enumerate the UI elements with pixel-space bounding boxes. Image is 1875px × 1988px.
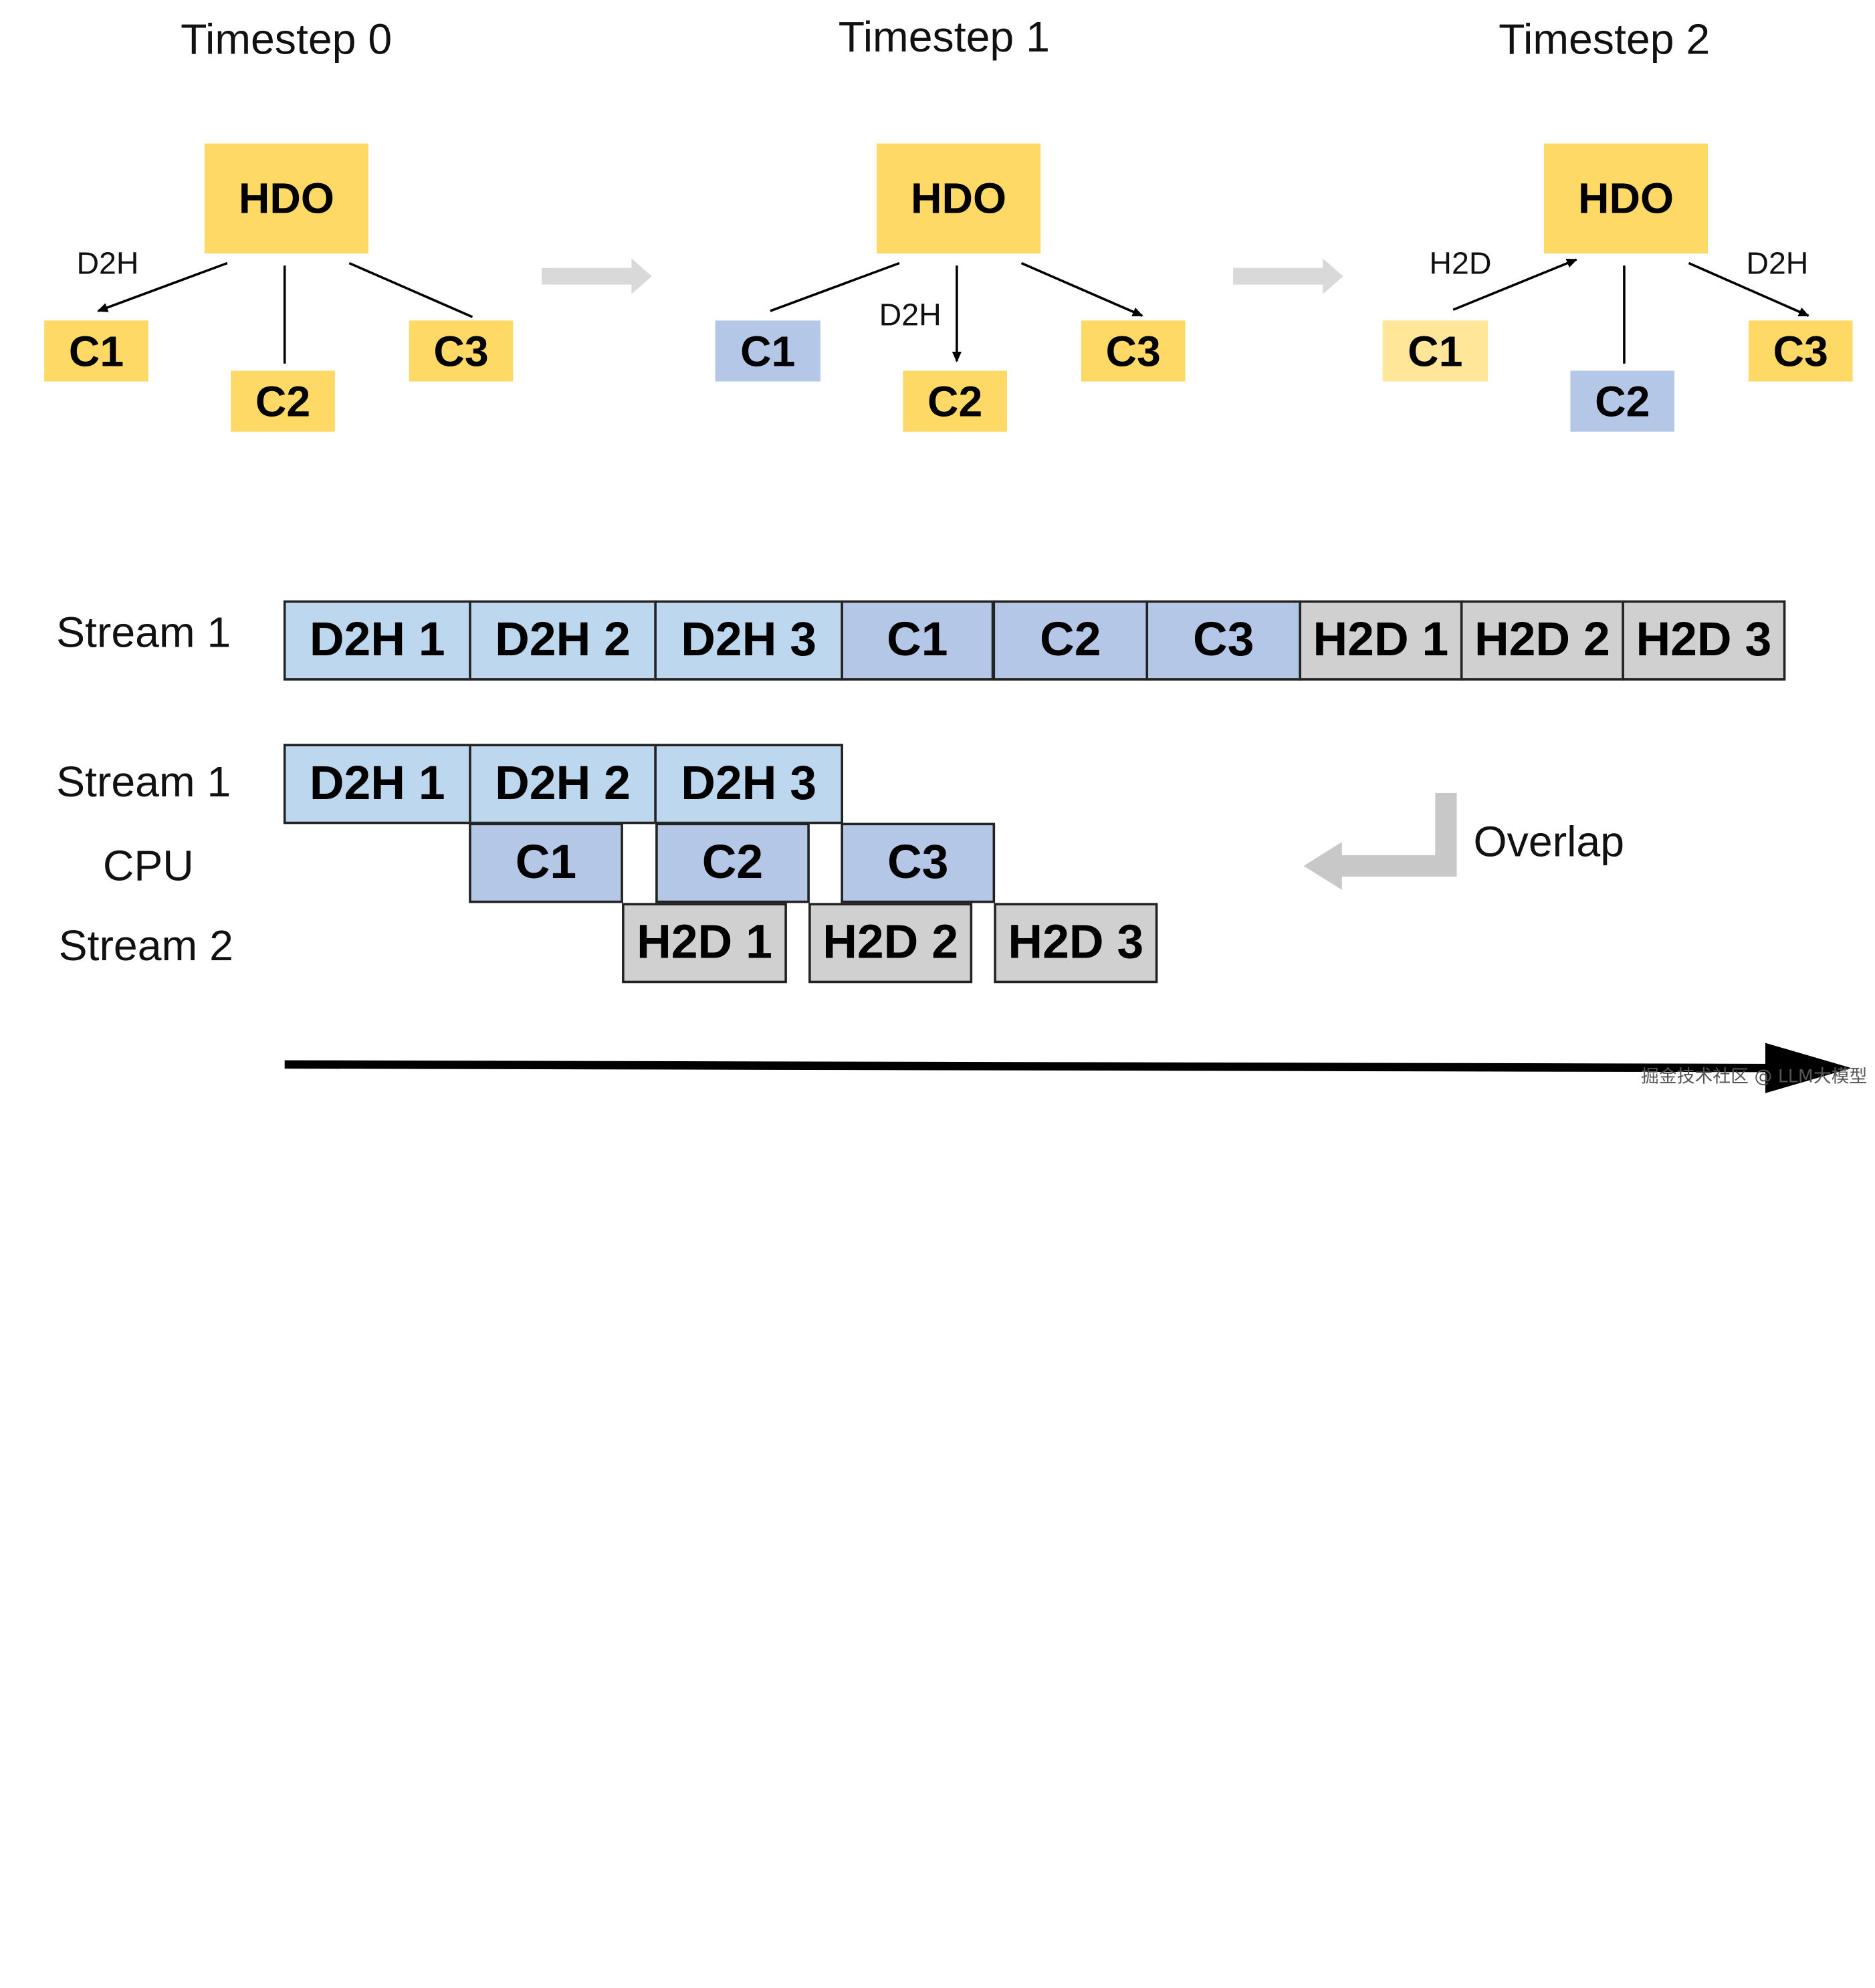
timeline-block: H2D 2 bbox=[1460, 600, 1624, 681]
overlap-label: Overlap bbox=[1473, 816, 1625, 866]
timestep-1-title: Timestep 1 bbox=[838, 11, 1050, 62]
edge-hdo-c3 bbox=[348, 261, 473, 318]
h2d-label: H2D bbox=[1429, 245, 1492, 282]
timeline-block: H2D 1 bbox=[1299, 600, 1463, 681]
timeline-block: C2 bbox=[655, 822, 810, 903]
edge-hdo-c3-arrow bbox=[1020, 261, 1143, 317]
d2h-label: D2H bbox=[76, 245, 139, 282]
timeline-block: H2D 3 bbox=[1622, 600, 1786, 681]
c2-node: C2 bbox=[231, 370, 335, 432]
d2h-label: D2H bbox=[1746, 245, 1809, 282]
stream-1-label: Stream 1 bbox=[56, 607, 231, 657]
c3-node: C3 bbox=[1748, 320, 1853, 382]
d2h-label: D2H bbox=[879, 296, 942, 333]
c3-node: C3 bbox=[409, 320, 514, 382]
c2-node: C2 bbox=[1570, 370, 1675, 432]
time-axis bbox=[284, 1060, 1783, 1073]
transition-arrow-1-2 bbox=[1233, 258, 1343, 294]
c1-node: C1 bbox=[44, 320, 148, 382]
time-axis-arrowhead bbox=[1765, 1042, 1852, 1093]
edge-c1-hdo-h2d bbox=[1452, 258, 1578, 311]
transition-arrow-0-1 bbox=[542, 258, 652, 294]
timeline-block: H2D 1 bbox=[622, 903, 787, 984]
timeline-block: C3 bbox=[841, 822, 996, 903]
timeline-block: C2 bbox=[992, 600, 1149, 681]
timeline-block: D2H 2 bbox=[469, 600, 657, 681]
timeline-block: D2H 3 bbox=[654, 744, 843, 824]
timeline-block: D2H 3 bbox=[654, 600, 843, 681]
timeline-block: D2H 1 bbox=[283, 744, 471, 824]
hdo-node: HDO bbox=[1544, 143, 1708, 254]
timestep-0-title: Timestep 0 bbox=[181, 14, 393, 64]
timeline-block: D2H 2 bbox=[469, 744, 657, 824]
c3-node: C3 bbox=[1081, 320, 1186, 382]
edge-hdo-c1 bbox=[770, 261, 900, 312]
edge-hdo-c1-d2h bbox=[96, 261, 228, 312]
c2-node: C2 bbox=[903, 370, 1008, 432]
timeline-block: C3 bbox=[1145, 600, 1301, 681]
timeline-block: C1 bbox=[469, 822, 623, 903]
stream-1-label: Stream 1 bbox=[56, 757, 231, 806]
c1-node: C1 bbox=[715, 320, 820, 382]
timeline-block: D2H 1 bbox=[283, 600, 471, 681]
cpu-label: CPU bbox=[102, 841, 194, 890]
c1-node: C1 bbox=[1382, 320, 1488, 382]
diagram-lines bbox=[96, 258, 1852, 1093]
hdo-node: HDO bbox=[877, 143, 1041, 254]
timeline-block: H2D 3 bbox=[994, 903, 1158, 984]
hdo-node: HDO bbox=[204, 143, 368, 254]
watermark: 掘金技术社区 @ LLM大模型 bbox=[1640, 1065, 1868, 1087]
stream-2-label: Stream 2 bbox=[58, 921, 233, 970]
edge-hdo-c3-d2h bbox=[1688, 261, 1810, 317]
timeline-block: C1 bbox=[841, 600, 994, 681]
timeline-block: H2D 2 bbox=[808, 903, 973, 984]
timestep-2-title: Timestep 2 bbox=[1499, 14, 1711, 64]
overlap-arrow-icon bbox=[1303, 792, 1457, 890]
